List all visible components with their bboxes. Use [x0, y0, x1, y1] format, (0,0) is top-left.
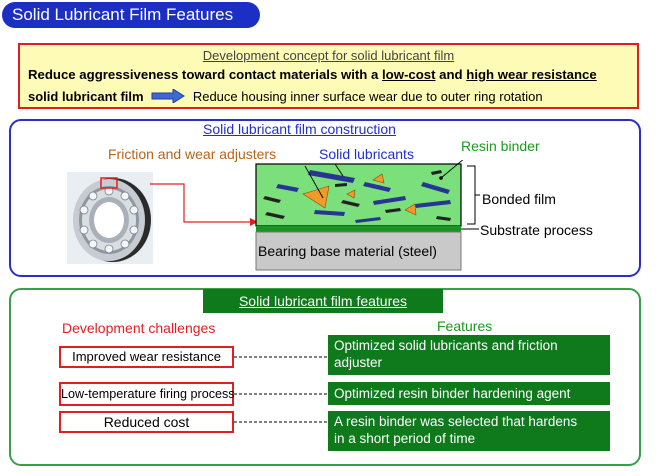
concept-text-c: and	[435, 67, 467, 82]
feature-line: adjuster	[334, 355, 383, 370]
concept-high-wear: high wear resistance	[466, 67, 597, 82]
resin-binder-label: Resin binder	[461, 138, 540, 154]
feature-item: Optimized resin binder hardening agent	[328, 382, 610, 405]
page-title: Solid Lubricant Film Features	[2, 2, 260, 28]
features-banner-text: Solid lubricant film features	[238, 293, 408, 309]
concept-low-cost: low-cost	[382, 67, 436, 82]
concept-box: Development concept for solid lubricant …	[18, 43, 639, 109]
challenge-item: Improved wear resistance	[59, 346, 234, 368]
friction-adjusters-label: Friction and wear adjusters	[108, 146, 277, 162]
feature-item: A resin binder was selected that hardens…	[328, 411, 610, 451]
features-banner: Solid lubricant film features	[203, 289, 443, 313]
concept-result-text: Reduce housing inner surface wear due to…	[192, 89, 543, 104]
feature-line: in a short period of time	[334, 431, 476, 446]
features-heading: Features	[437, 318, 493, 334]
feature-line: Optimized resin binder hardening agent	[334, 386, 571, 401]
concept-statement: Reduce aggressiveness toward contact mat…	[28, 67, 597, 82]
feature-line: Optimized solid lubricants and friction	[334, 338, 558, 353]
solid-lubricants-label: Solid lubricants	[319, 146, 414, 162]
feature-item: Optimized solid lubricants and friction …	[328, 335, 610, 375]
right-arrow-icon	[151, 88, 186, 104]
concept-film-label: solid lubricant film	[28, 89, 144, 104]
dashed-connector	[234, 421, 328, 423]
dashed-connector	[234, 393, 328, 395]
concept-result: solid lubricant film Reduce housing inne…	[28, 88, 543, 104]
construction-title: Solid lubricant film construction	[203, 121, 396, 137]
base-material-label: Bearing base material (steel)	[258, 243, 437, 259]
feature-line: A resin binder was selected that hardens	[334, 414, 578, 429]
substrate-process-label: Substrate process	[480, 222, 593, 238]
challenges-heading: Development challenges	[62, 320, 216, 336]
zoom-connector	[150, 183, 258, 226]
concept-text-a: Reduce aggressiveness toward contact mat…	[28, 67, 382, 82]
bonded-film-label: Bonded film	[482, 191, 556, 207]
dashed-connector	[234, 356, 328, 358]
challenge-item: Low-temperature firing process	[59, 382, 235, 406]
challenge-item: Reduced cost	[59, 411, 234, 433]
concept-heading: Development concept for solid lubricant …	[202, 48, 455, 63]
bearing-image	[67, 172, 153, 264]
film-cross-section	[255, 160, 480, 271]
